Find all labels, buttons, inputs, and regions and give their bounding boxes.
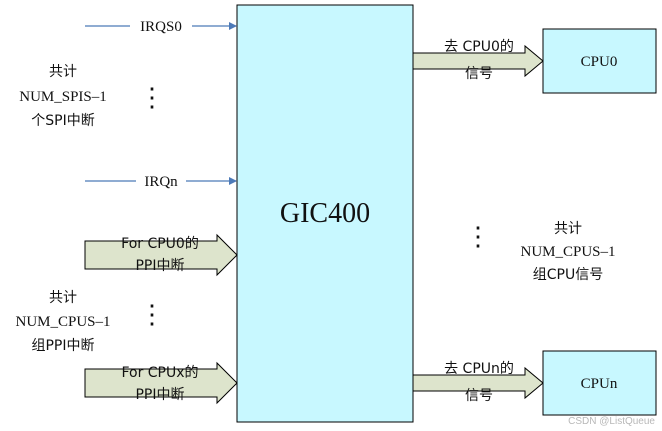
- ppi-cpux-arrow: [84, 361, 238, 405]
- ppi-ellipsis: ⋮: [139, 300, 165, 329]
- ppi-cpu0-arrow: [84, 233, 238, 277]
- watermark: CSDN @ListQueue: [568, 416, 655, 427]
- signal-cpu0-arrow: [412, 44, 544, 78]
- irqn-label: IRQn: [144, 174, 178, 190]
- cpun-box: [542, 350, 657, 416]
- ppi-cpu0-label-line2: PPI中断: [135, 258, 184, 274]
- cpu-ellipsis: ⋮: [465, 222, 491, 251]
- ppi-count-line2: NUM_CPUS–1: [15, 314, 110, 330]
- cpu0-label: CPU0: [581, 54, 618, 70]
- signal-cpu0-label-line2: 信号: [465, 66, 493, 82]
- ppi-count-line1: 共计: [49, 290, 77, 306]
- signal-cpu0-label-line1: 去 CPU0的: [444, 39, 514, 55]
- spi-count-line3: 个SPI中断: [31, 113, 94, 129]
- cpun-label: CPUn: [581, 376, 618, 392]
- cpu-count-line2: NUM_CPUS–1: [520, 244, 615, 260]
- ppi-cpux-label-line2: PPI中断: [135, 387, 184, 403]
- signal-cpun-label-line2: 信号: [465, 388, 493, 404]
- ppi-cpux-label-line1: For CPUx的: [121, 365, 198, 381]
- spi-count-line2: NUM_SPIS–1: [19, 89, 107, 105]
- spi-ellipsis: ⋮: [139, 83, 165, 112]
- gic400-label: GIC400: [280, 198, 370, 229]
- ppi-cpu0-label-line1: For CPU0的: [121, 236, 199, 252]
- signal-cpun-arrow: [412, 366, 544, 400]
- signal-cpun-label-line1: 去 CPUn的: [444, 361, 514, 377]
- cpu-count-line1: 共计: [554, 221, 582, 237]
- cpu-count-line3: 组CPU信号: [533, 267, 603, 283]
- spi-count-line1: 共计: [49, 64, 77, 80]
- cpu0-box: [542, 28, 657, 94]
- ppi-count-line3: 组PPI中断: [31, 338, 94, 354]
- irqs0-label: IRQS0: [140, 19, 182, 35]
- gic400-block: [236, 4, 414, 423]
